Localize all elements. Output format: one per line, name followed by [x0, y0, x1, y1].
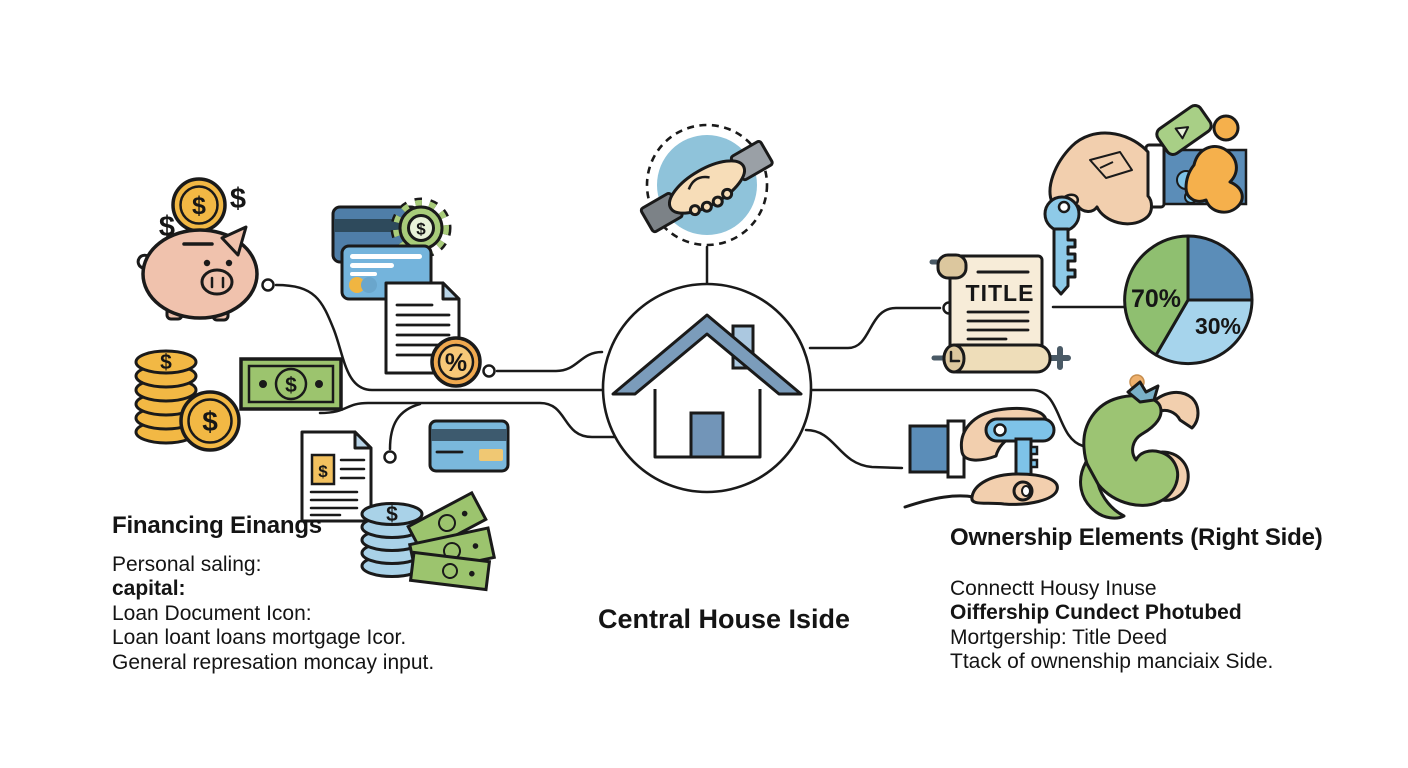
coin-dollar-sign: $ [192, 192, 206, 220]
contract-dollar-sign: $ [318, 462, 328, 481]
connector-title-scroll [808, 306, 942, 350]
left-section-line: Loan Document Icon: [112, 601, 312, 625]
dollar-coin-stack-icon: $ $ [134, 349, 241, 452]
hand-giving-key-icon [903, 406, 1059, 509]
gear-dollar-icon: $ [390, 197, 452, 259]
banknote-dollar-sign: $ [285, 374, 297, 397]
pie-chart-icon: 70% 30% [1123, 234, 1254, 390]
blue-coin-stack-icon: $ [360, 502, 424, 578]
blue-stack-dollar-sign: $ [386, 503, 398, 526]
pie-label-70: 70% [1131, 285, 1181, 313]
handshake-icon [639, 123, 774, 247]
left-section: Financing Einangs Personal saling: capit… [112, 512, 434, 675]
pie-label-30: 30% [1195, 313, 1241, 339]
central-house-icon [601, 282, 813, 494]
connector-piggy [274, 283, 607, 392]
title-deed-scroll-icon: TITLE [929, 253, 1071, 374]
connector-hand-key [804, 428, 904, 470]
piggy-bank-icon: $ $ $ [136, 177, 259, 322]
dollar-sign: $ [230, 183, 246, 215]
title-label: TITLE [966, 280, 1035, 306]
key-icon [1043, 195, 1081, 296]
loan-document-icon: % [384, 281, 482, 388]
cash-fan-icon [406, 490, 497, 592]
right-section: Ownership Elements (Right Side) Connectt… [950, 524, 1323, 675]
connector-money-ribbon [810, 388, 1085, 448]
connector-percent-doc [495, 350, 604, 373]
stack-dollar-sign: $ [160, 351, 172, 374]
money-ribbon-icon [1079, 380, 1200, 520]
credit-cards-icon: $ [331, 197, 452, 301]
left-section-line: Loan loant loans mortgage Icor. [112, 626, 407, 650]
gear-dollar-sign: $ [416, 220, 426, 239]
pie-slice-dark-blue [1186, 234, 1254, 302]
percent-coin-icon: % [430, 336, 482, 388]
right-section-line: Ttack of ownenship manciaix Side. [950, 650, 1274, 674]
left-section-heading: Financing Einangs [112, 512, 322, 539]
blue-bow [1126, 380, 1160, 404]
blue-card-icon [428, 419, 510, 473]
left-section-line: Personal saling: [112, 553, 262, 576]
right-section-line: Mortgership: Title Deed [950, 625, 1168, 649]
left-section-line: General represation moncay input. [112, 650, 435, 674]
percent-sign: % [445, 349, 467, 377]
right-section-line: Oiffership Cundect Photubed [950, 601, 1242, 625]
coin-dollar-sign: $ [202, 406, 218, 437]
center-label: Central House Iside [598, 604, 851, 634]
person-figure [1184, 114, 1244, 214]
right-section-heading: Ownership Elements (Right Side) [950, 524, 1323, 551]
banknote-icon: $ [239, 357, 343, 411]
connector-contract-branch [388, 402, 422, 451]
hand-holding-key-icon [1043, 104, 1248, 296]
right-section-line: Connectt Housy Inuse [950, 577, 1157, 600]
pie-slice-green [1123, 234, 1190, 357]
contract-document-icon: $ [300, 430, 373, 523]
left-section-line: capital: [112, 577, 186, 601]
